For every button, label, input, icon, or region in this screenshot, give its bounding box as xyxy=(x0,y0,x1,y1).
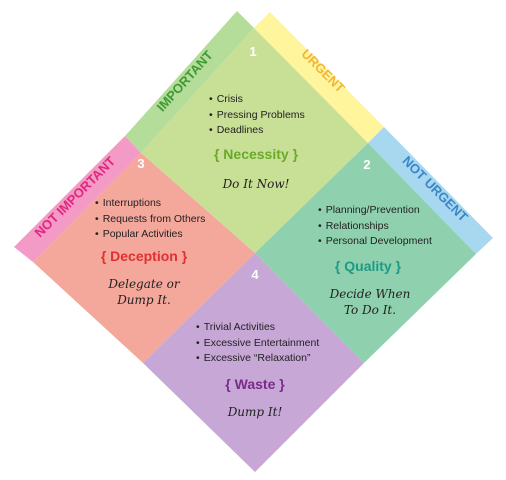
list-item: Popular Activities xyxy=(95,227,205,243)
list-item: Requests from Others xyxy=(95,212,206,228)
quadrant-2-action: Decide When To Do It. xyxy=(329,287,411,317)
quadrant-4-action: Dump It! xyxy=(227,405,283,419)
list-item: Planning/Prevention xyxy=(318,203,432,219)
quadrant-2-number: 2 xyxy=(363,157,370,172)
quadrant-1-list: Crisis Pressing Problems Deadlines xyxy=(209,92,305,139)
list-item: Crisis xyxy=(209,92,305,108)
list-item: Excessive Entertainment xyxy=(196,336,320,352)
quadrant-1-number: 1 xyxy=(249,44,256,59)
not-important-band xyxy=(14,136,141,262)
important-band xyxy=(125,11,254,153)
urgent-band xyxy=(254,12,384,143)
quadrant-3-title: { Deception } xyxy=(100,248,188,264)
list-item: Trivial Activities xyxy=(196,320,319,336)
list-item: Excessive “Relaxation” xyxy=(196,351,319,367)
list-item: Pressing Problems xyxy=(209,108,305,124)
quadrant-1-title: { Necessity } xyxy=(213,146,299,162)
quadrant-4-number: 4 xyxy=(251,267,259,282)
not-urgent-band xyxy=(368,127,493,254)
quadrant-2-quality xyxy=(255,143,476,363)
list-item: Personal Development xyxy=(318,234,432,250)
list-item: Deadlines xyxy=(209,123,305,139)
list-item: Relationships xyxy=(318,219,432,235)
quadrant-3-action: Delegate or Dump It. xyxy=(108,277,180,307)
quadrant-3-list: Interruptions Requests from Others Popul… xyxy=(95,196,206,243)
quadrant-2-list: Planning/Prevention Relationships Person… xyxy=(318,203,432,250)
quadrant-2-title: { Quality } xyxy=(334,258,402,274)
quadrant-4-title: { Waste } xyxy=(225,376,285,392)
quadrant-3-number: 3 xyxy=(137,156,144,171)
quadrant-1-action: Do It Now! xyxy=(222,177,290,191)
list-item: Interruptions xyxy=(95,196,205,212)
quadrant-4-list: Trivial Activities Excessive Entertainme… xyxy=(196,320,320,367)
